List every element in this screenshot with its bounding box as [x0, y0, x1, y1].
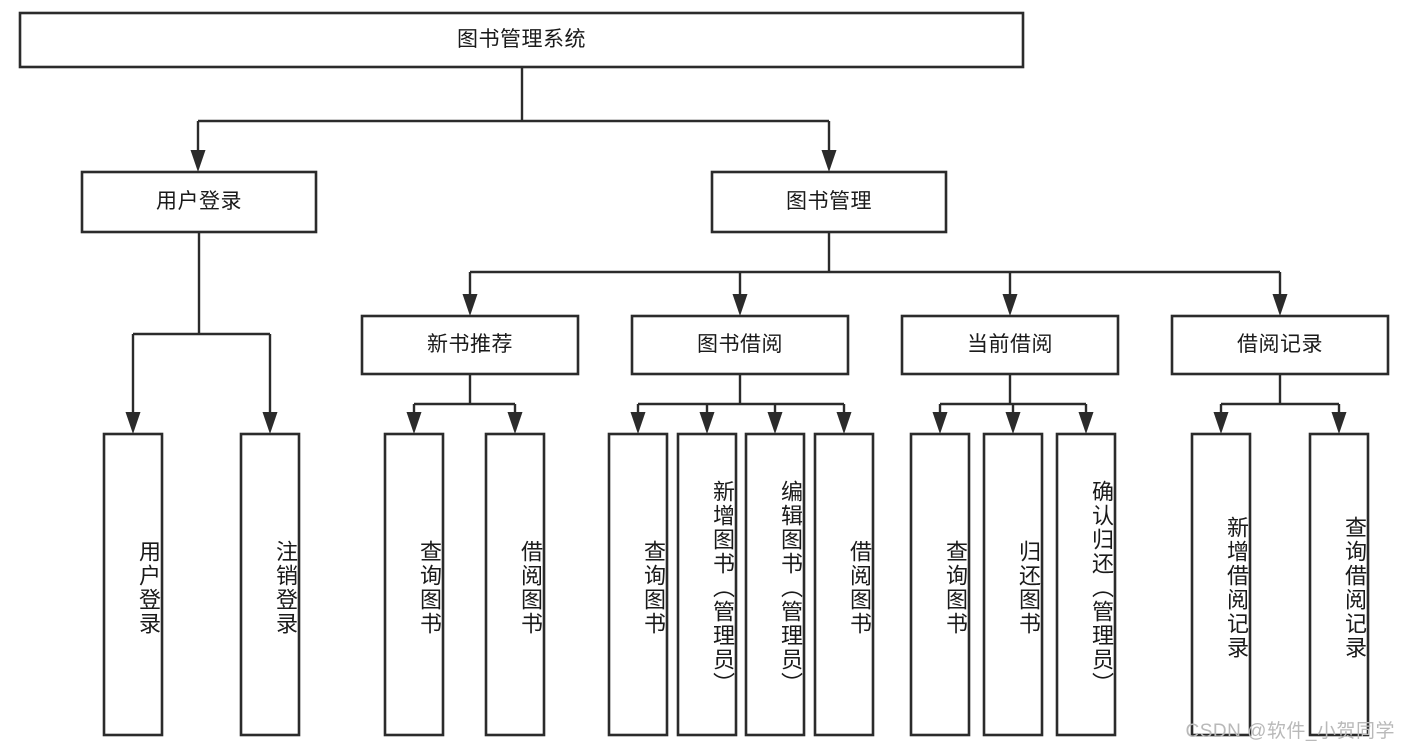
arrow-head-icon: [1005, 412, 1021, 434]
node-box-borrow-record[interactable]: [1170, 314, 1390, 376]
node-box-book-management[interactable]: [710, 170, 948, 234]
arrow-head-icon: [190, 150, 206, 172]
arrow-head-icon: [1331, 412, 1347, 434]
arrow-head-icon: [1213, 412, 1229, 434]
arrow-head-icon: [1002, 294, 1018, 316]
arrow-head-icon: [767, 412, 783, 434]
arrow-head-icon: [1272, 294, 1288, 316]
connector-recommend-to-leaves: [406, 374, 523, 434]
arrow-head-icon: [821, 150, 837, 172]
node-box-leaf-query-book-recommend[interactable]: [383, 432, 445, 737]
arrow-head-icon: [932, 412, 948, 434]
connector-bookmgmt-to-level3: [462, 232, 1288, 316]
node-box-current-borrow[interactable]: [900, 314, 1120, 376]
node-box-leaf-edit-book-admin[interactable]: [744, 432, 806, 737]
arrow-head-icon: [507, 412, 523, 434]
node-box-root[interactable]: [18, 11, 1025, 69]
node-box-leaf-return-book[interactable]: [982, 432, 1044, 737]
connector-record-to-leaves: [1213, 374, 1347, 434]
node-box-leaf-confirm-return-admin[interactable]: [1055, 432, 1117, 737]
arrow-head-icon: [699, 412, 715, 434]
connector-borrow-to-leaves: [630, 374, 852, 434]
connector-userlogin-to-leaves: [125, 232, 278, 434]
node-box-leaf-query-borrow-record[interactable]: [1308, 432, 1370, 737]
node-box-leaf-logout[interactable]: [239, 432, 301, 737]
connector-current-to-leaves: [932, 374, 1094, 434]
arrow-head-icon: [462, 294, 478, 316]
node-box-book-borrow[interactable]: [630, 314, 850, 376]
node-box-user-login[interactable]: [80, 170, 318, 234]
node-box-leaf-add-book-admin[interactable]: [676, 432, 738, 737]
arrow-head-icon: [406, 412, 422, 434]
node-box-leaf-borrow-book[interactable]: [813, 432, 875, 737]
node-box-leaf-user-login[interactable]: [102, 432, 164, 737]
node-box-leaf-query-book-current[interactable]: [909, 432, 971, 737]
node-box-leaf-add-borrow-record[interactable]: [1190, 432, 1252, 737]
node-box-new-book-recommend[interactable]: [360, 314, 580, 376]
connector-root-to-level2: [190, 67, 837, 172]
arrow-head-icon: [262, 412, 278, 434]
node-box-leaf-borrow-book-recommend[interactable]: [484, 432, 546, 737]
arrow-head-icon: [732, 294, 748, 316]
node-box-leaf-query-book-borrow[interactable]: [607, 432, 669, 737]
arrow-head-icon: [125, 412, 141, 434]
arrow-head-icon: [836, 412, 852, 434]
arrow-head-icon: [1078, 412, 1094, 434]
arrow-head-icon: [630, 412, 646, 434]
